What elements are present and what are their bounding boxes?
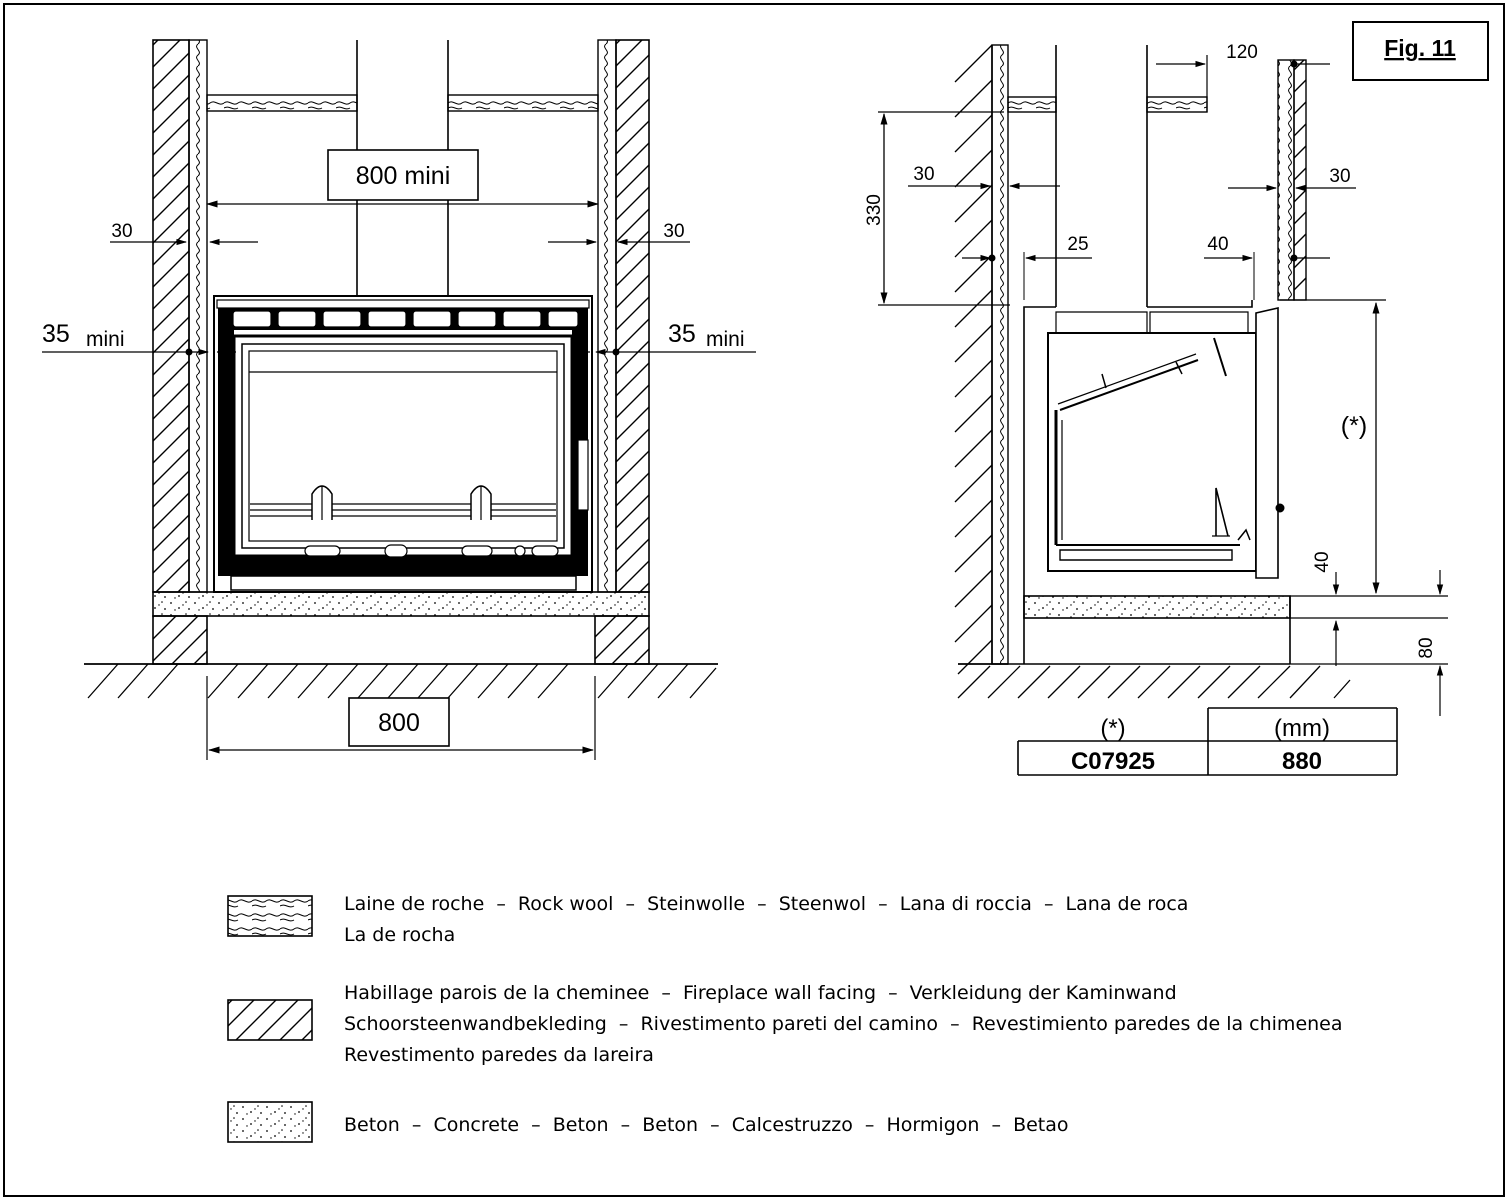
fig-label-box <box>1352 21 1489 81</box>
left-wall-facing <box>152 39 190 593</box>
left-rock-wool <box>188 39 208 593</box>
side-view <box>227 21 1489 1143</box>
side-concrete-slab <box>1023 595 1291 619</box>
legend-swatch-wall-facing <box>227 999 313 1041</box>
side-dim-30-right: 30 <box>1329 166 1350 187</box>
right-rock-wool <box>597 39 617 593</box>
side-insert <box>1047 306 1285 579</box>
legend-concrete-line1: Beton – Concrete – Beton – Beton – Calce… <box>344 1114 1069 1136</box>
top-wool-right <box>447 94 599 112</box>
table-cell-value: 880 <box>1282 748 1322 775</box>
legend-swatch-rock-wool <box>227 895 313 937</box>
dim-25: 25 <box>1067 234 1088 255</box>
left-support <box>152 615 208 665</box>
figure-label: Fig. 11 <box>1384 35 1456 61</box>
legend-rock-wool-line2: La de rocha <box>344 924 455 946</box>
dim-40-bottom: 40 <box>1312 551 1333 572</box>
dim-35-left-num: 35 <box>42 320 70 348</box>
side-rock-wool <box>991 44 1009 665</box>
dim-40-top: 40 <box>1207 234 1228 255</box>
table-header-key: (*) <box>1100 715 1125 742</box>
fireplace-insert <box>213 295 593 593</box>
back-wall-hatch <box>954 44 993 675</box>
front-rock-wool <box>1277 59 1295 301</box>
concrete-slab <box>152 591 650 617</box>
dim-box-800 <box>348 697 450 747</box>
dim-30-right: 30 <box>663 221 684 242</box>
dim-800-mini: 800 mini <box>356 162 451 190</box>
dim-35-right-unit: mini <box>706 328 745 351</box>
dim-35-left-unit: mini <box>86 328 125 351</box>
dim-box-800-mini <box>327 149 479 201</box>
side-dim-30-left: 30 <box>913 164 934 185</box>
legend-wall-facing-line3: Revestimento paredes da lareira <box>344 1044 654 1066</box>
front-wall-facing <box>1293 59 1307 301</box>
legend-rock-wool-line1: Laine de roche – Rock wool – Steinwolle … <box>344 893 1188 915</box>
floor-hatch <box>87 663 717 699</box>
legend-swatch-concrete <box>227 1101 313 1143</box>
dim-30-left: 30 <box>111 221 132 242</box>
dim-800: 800 <box>378 709 420 737</box>
dim-35-right-num: 35 <box>668 320 696 348</box>
table-header-unit: (mm) <box>1274 715 1330 742</box>
table-cell-model: C07925 <box>1071 748 1155 775</box>
dim-80: 80 <box>1416 637 1437 658</box>
dim-330: 330 <box>864 194 885 226</box>
legend-wall-facing-line2: Schoorsteenwandbekleding – Rivestimento … <box>344 1013 1343 1035</box>
figure-frame <box>3 3 1505 1197</box>
legend-wall-facing-line1: Habillage parois de la cheminee – Firepl… <box>344 982 1177 1004</box>
dim-120: 120 <box>1226 42 1258 63</box>
top-wool-left <box>206 94 358 112</box>
dimension-table <box>1017 707 1398 776</box>
dim-variable-height: (*) <box>1341 412 1367 440</box>
right-support <box>594 615 650 665</box>
front-view <box>42 39 756 760</box>
right-wall-facing <box>615 39 650 593</box>
